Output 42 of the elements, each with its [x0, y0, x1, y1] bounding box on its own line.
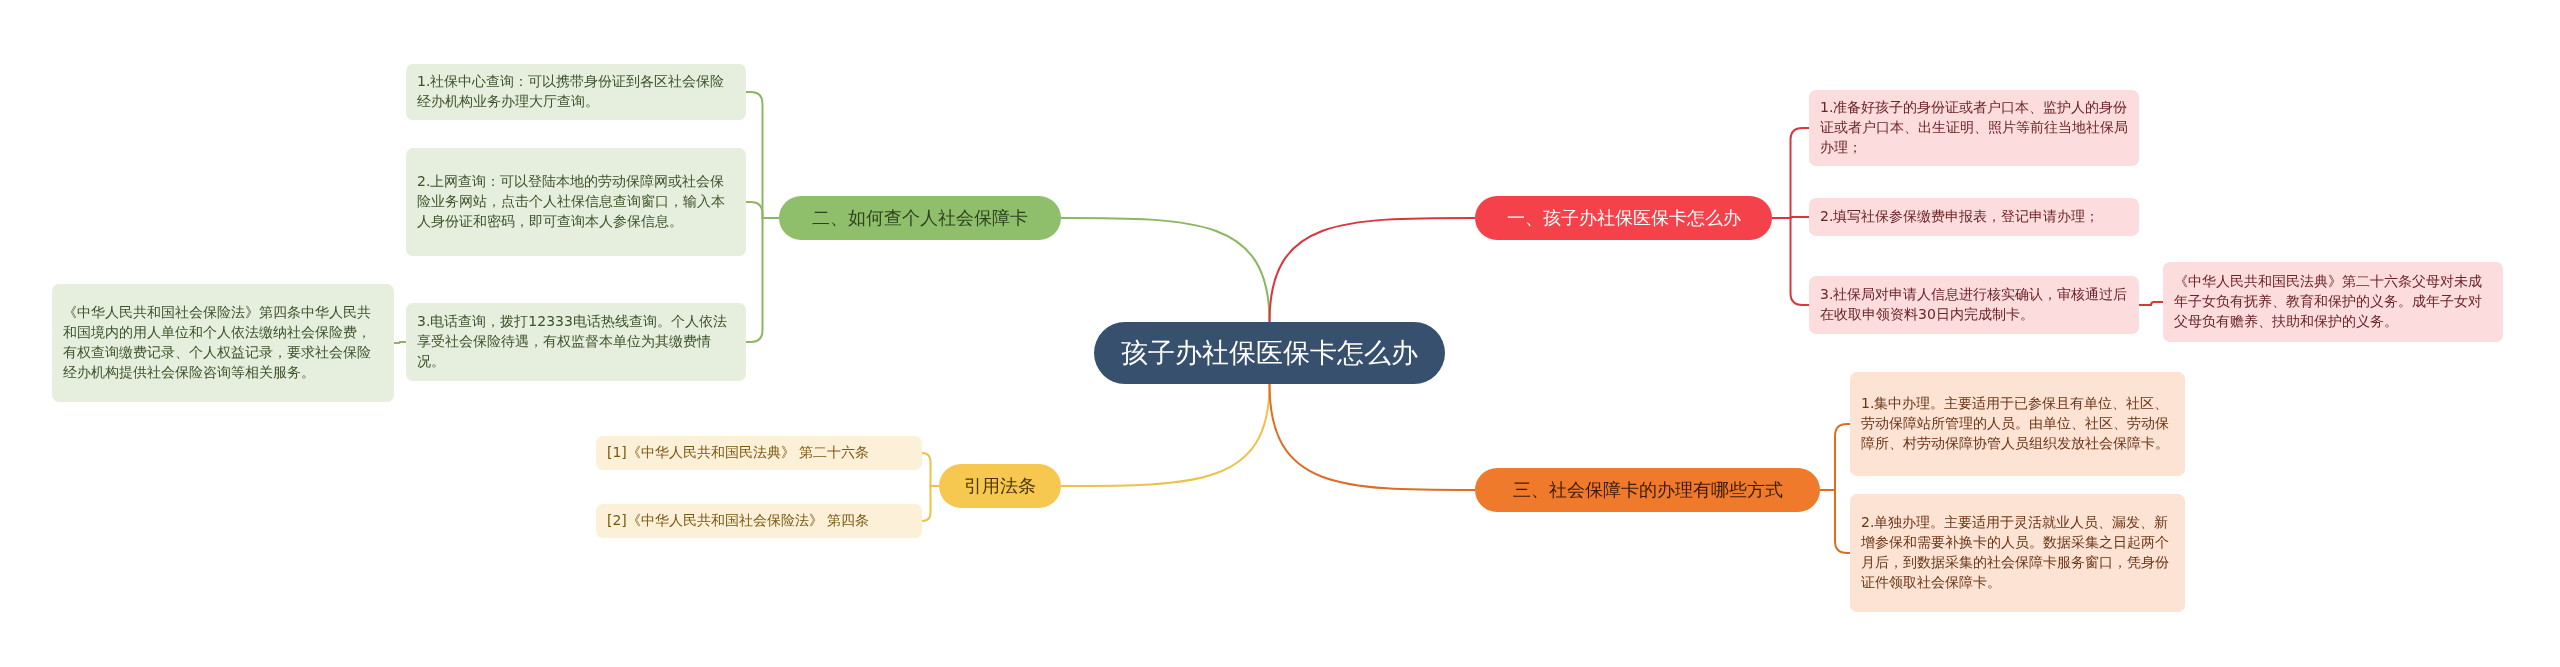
subtopic-box — [1809, 198, 2139, 236]
subtopic-box — [596, 504, 922, 538]
subtopic-box — [1809, 90, 2139, 166]
connector-line — [1771, 217, 1810, 306]
topic-text: 3.电话查询，拨打12333电话热线查询。个人依法享受社会保险待遇，有权监督本单位为其缴费情况。 — [417, 312, 728, 371]
topic-text: 1.集中办理。主要适用于已参保且有单位、社区、劳动保障站所管理的人员。由单位、社区、劳动保障所、村劳动保障协管人员组织发放社会保障卡。 — [1861, 394, 2170, 453]
topic-text: 2.单独办理。主要适用于灵活就业人员、漏发、新增参保和需要补换卡的人员。数据采集之日起两个月后，到数据采集的社会保障卡服务窗口，凭身份证件领取社会保障卡。 — [1861, 513, 2170, 592]
topic-text: 2.上网查询：可以登陆本地的劳动保障网或社会保险业务网站，点击个人社保信息查询窗口，输入本人身份证和密码，即可查询本人参保信息。 — [417, 172, 726, 231]
connector-line — [1268, 383, 1476, 491]
subtopic-box — [2163, 262, 2503, 342]
subtopic-box — [52, 284, 394, 402]
subtopic-box — [1809, 276, 2139, 334]
topic-text: 1.社保中心查询：可以携带身份证到各区社会保险经办机构业务办理大厅查询。 — [417, 72, 726, 111]
subtopic-box — [596, 436, 922, 470]
topic-text: 3.社保局对申请人信息进行核实确认，审核通过后在收取申领资料30日内完成制卡。 — [1820, 285, 2128, 324]
topic-text: 2.填写社保参保缴费申报表，登记申请办理； — [1820, 207, 2100, 227]
connector-line — [1060, 383, 1271, 487]
topic-text: 《中华人民共和国民法典》第二十六条父母对未成年子女负有抚养、教育和保护的义务。成年子女对父母负有赡养、扶助和保护的义务。 — [2174, 272, 2483, 331]
topic-text: 《中华人民共和国社会保险法》第四条中华人民共和国境内的用人单位和个人依法缴纳社会保险费，有权查询缴费记录、个人权益记录，要求社会保险经办机构提供社会保险咨询等相关服务。 — [63, 303, 372, 382]
topic-text: 1.准备好孩子的身份证或者户口本、监护人的身份证或者户口本、出生证明、照片等前往当地社保局办理； — [1820, 98, 2128, 157]
connector-line — [921, 485, 940, 522]
subtopic-box — [406, 148, 746, 256]
topic-text: 三、社会保障卡的办理有哪些方式 — [1512, 478, 1783, 503]
connector-line — [393, 341, 407, 344]
subtopic-box — [1850, 372, 2185, 476]
connector-line — [1819, 489, 1851, 554]
topic-text: 一、孩子办社保医保卡怎么办 — [1506, 206, 1741, 231]
connector-line — [1268, 217, 1476, 323]
topic-text: 二、如何查个人社会保障卡 — [812, 206, 1028, 231]
branch-topic — [779, 196, 1061, 240]
topic-text: [2]《中华人民共和国社会保险法》 第四条 — [607, 511, 870, 531]
branch-topic — [939, 464, 1061, 508]
subtopic-box — [1850, 494, 2185, 612]
connector-line — [2138, 301, 2164, 306]
topic-text: 引用法条 — [964, 474, 1036, 499]
branch-topic — [1475, 468, 1820, 512]
topic-text: [1]《中华人民共和国民法典》 第二十六条 — [607, 443, 870, 463]
connector-line — [1060, 217, 1271, 323]
subtopic-box — [406, 64, 746, 120]
branch-topic — [1475, 196, 1772, 240]
subtopic-box — [406, 303, 746, 381]
topic-text: 孩子办社保医保卡怎么办 — [1121, 335, 1418, 370]
